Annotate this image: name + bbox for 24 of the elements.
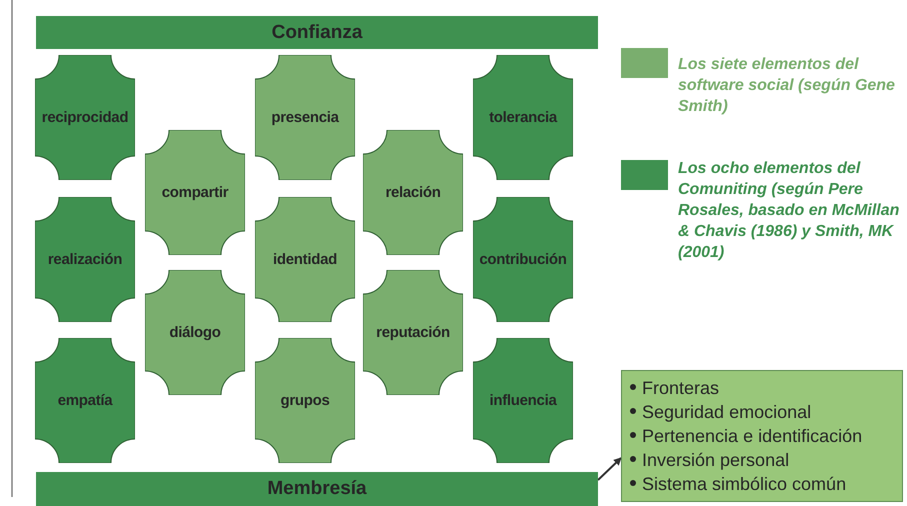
list-item: Pertenencia e identificación: [642, 426, 862, 446]
arrow: [597, 457, 622, 481]
list-item: Sistema simbólico común: [642, 474, 846, 494]
tile-label: compartir: [162, 184, 228, 201]
legend-text: Los siete elementos del software social (según Gene Smith): [678, 55, 896, 117]
tile-label: relación: [385, 184, 441, 201]
tile-label: grupos: [280, 392, 330, 409]
heading-band: Confianza: [36, 16, 598, 49]
tile-label: empatía: [58, 392, 112, 409]
list-panel: [621, 370, 903, 502]
list-item: Fronteras: [642, 378, 720, 398]
tile-label: reciprocidad: [42, 109, 128, 126]
tile-label: identidad: [273, 251, 337, 268]
heading-band: Membresía: [36, 472, 598, 506]
tile-label: influencia: [489, 392, 556, 409]
tile-label: reputación: [376, 324, 450, 341]
legend-text: Los ocho elementos del Comuniting (según Pere Rosales, basado en McMillan & Chavis (1986) y Smith, MK (2001): [678, 159, 900, 263]
tile-label: realización: [48, 251, 122, 268]
list-item: Seguridad emocional: [642, 402, 812, 422]
tile-label: contribución: [479, 251, 567, 268]
tile-label: tolerancia: [489, 109, 557, 126]
tile-label: presencia: [271, 109, 339, 126]
tile-label: diálogo: [169, 324, 221, 341]
list-item: Inversión personal: [642, 450, 790, 470]
